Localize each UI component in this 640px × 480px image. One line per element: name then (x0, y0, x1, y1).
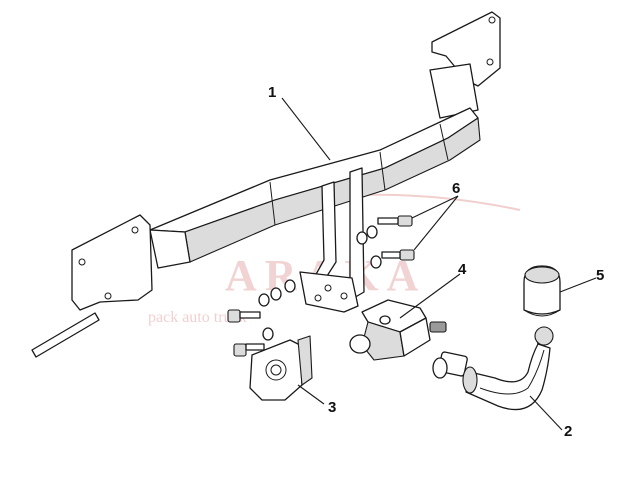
beam-joint-left (269, 181, 276, 226)
holder-body-side (399, 317, 431, 357)
ball-cap (523, 265, 561, 317)
bolt-head (399, 249, 415, 261)
washer (270, 287, 282, 301)
right-plate-hole-bottom (486, 58, 494, 66)
bracket-hole-3 (314, 294, 322, 302)
left-tube-end (149, 229, 191, 269)
leader-3 (297, 384, 325, 405)
tow-arm-collar (462, 366, 478, 394)
leader-6b (413, 195, 459, 251)
ball-cap-top (524, 266, 560, 284)
bolt-head (227, 309, 241, 323)
beam-joint-right (439, 123, 449, 161)
left-plate-hole-bottom (104, 292, 112, 300)
right-mounting-plate (431, 11, 501, 87)
socket-plate-body (249, 339, 303, 401)
leader-5 (559, 277, 597, 293)
bolt-shank (377, 217, 399, 225)
left-mounting-plate (71, 214, 153, 311)
socket-plate-hole-inner (270, 364, 282, 376)
bolt-shank (239, 311, 261, 319)
leader-1 (281, 97, 331, 161)
bolt-head (233, 343, 247, 357)
callout-3: 3 (328, 399, 336, 416)
washer (356, 231, 368, 245)
callout-4: 4 (458, 261, 467, 278)
leader-lines (281, 97, 597, 431)
callout-6: 6 (452, 180, 460, 197)
callout-labels: 1 2 3 4 5 6 (268, 84, 604, 440)
washer (258, 293, 270, 307)
center-bracket-plate (299, 271, 359, 313)
holder-lever (429, 321, 447, 333)
bracket-hole-2 (340, 292, 348, 300)
left-extension-rod (31, 312, 100, 358)
left-plate-hole-top (131, 226, 139, 234)
ball-holder (349, 299, 447, 361)
bolt-shank (245, 343, 265, 351)
washer (366, 225, 378, 239)
tow-arm-crease (479, 349, 545, 395)
callout-2: 2 (564, 423, 572, 440)
tow-ball (534, 326, 554, 346)
socket-plate-flange (297, 335, 313, 386)
ball-cap-rim (523, 309, 561, 317)
bracket-hole-1 (324, 284, 332, 292)
right-tube-end (429, 63, 479, 119)
socket-plate-hole (265, 359, 287, 381)
callout-1: 1 (268, 84, 276, 101)
washer (284, 279, 296, 293)
socket-plate (249, 335, 313, 401)
cross-beam (31, 11, 501, 358)
tow-arm (432, 326, 554, 411)
washer (370, 255, 382, 269)
tow-arm-pin-end (432, 357, 448, 379)
bolt-set-lower (227, 279, 296, 357)
bolt-shank (381, 251, 401, 259)
tow-arm-body (465, 343, 551, 411)
callout-5: 5 (596, 267, 604, 284)
bolt-set-upper (356, 215, 415, 269)
holder-bolt (379, 315, 391, 325)
watermark-tagline: pack auto truck (148, 309, 247, 326)
leader-2 (529, 395, 563, 431)
right-plate-hole-top (488, 16, 496, 24)
holder-bore (349, 334, 371, 354)
left-plate-hole-mid (78, 258, 86, 266)
leader-4 (399, 273, 461, 319)
bolt-head (397, 215, 413, 227)
washer (262, 327, 274, 341)
beam-joint-mid (379, 151, 386, 191)
leader-6a (411, 195, 459, 219)
